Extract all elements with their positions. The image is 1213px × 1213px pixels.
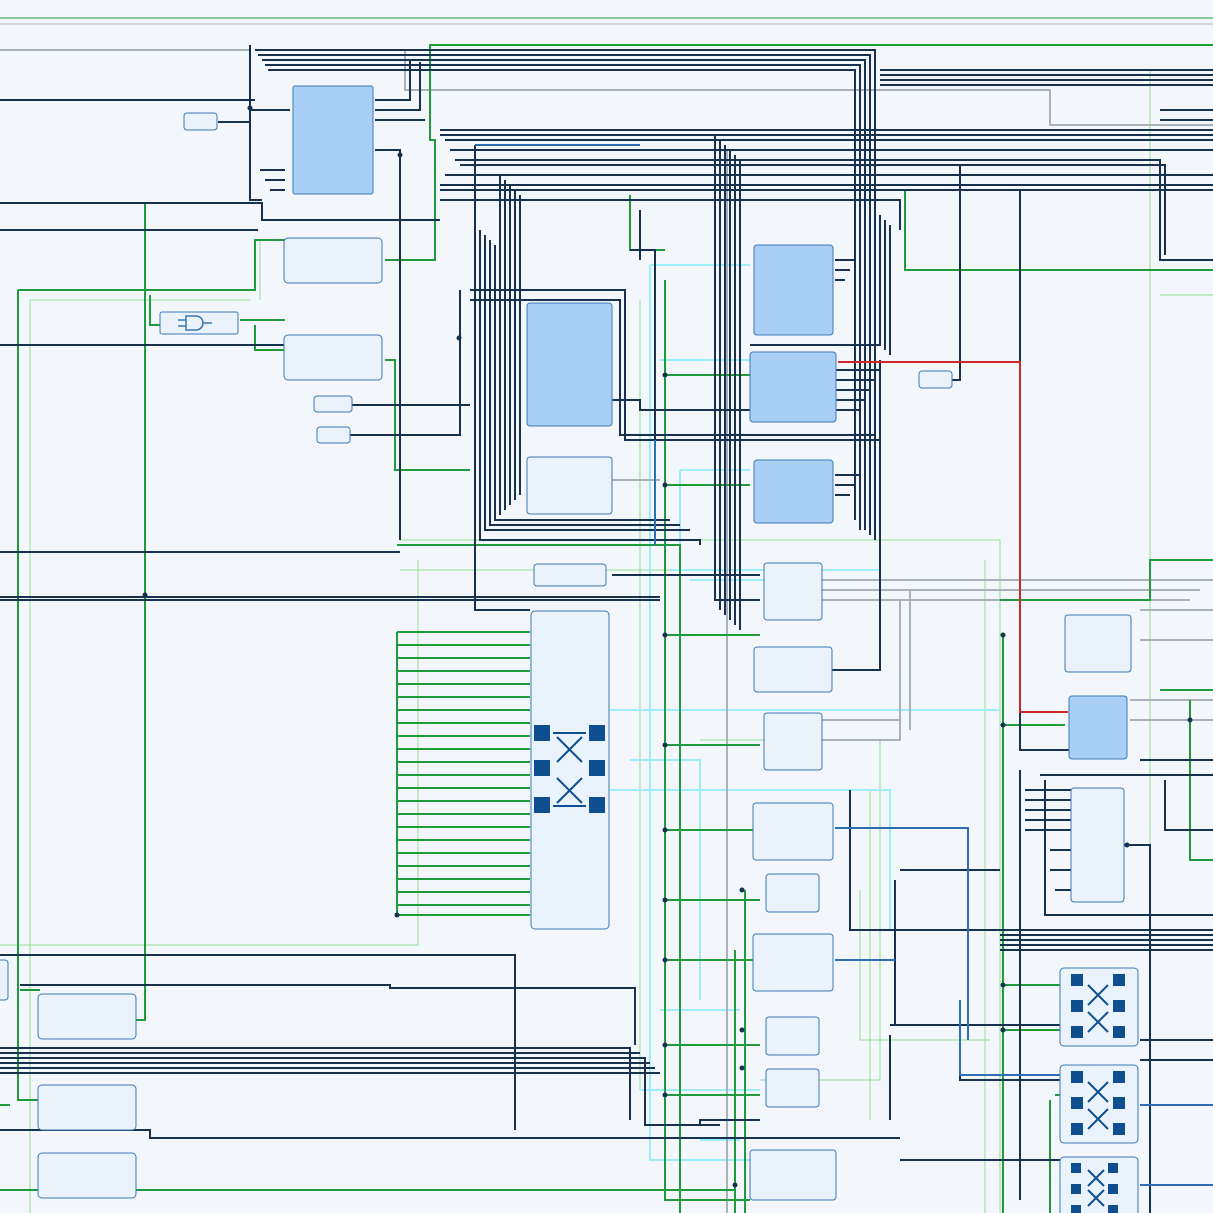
ip-block[interactable] <box>37 1084 137 1131</box>
port-box[interactable] <box>183 112 218 131</box>
ip-block[interactable] <box>753 459 834 524</box>
ip-block[interactable] <box>753 244 834 336</box>
ip-blocks <box>0 237 1132 1201</box>
wires-red <box>838 361 1068 713</box>
axi-interconnect-small[interactable] <box>1059 967 1139 1047</box>
ip-block[interactable] <box>292 85 374 195</box>
external-ports <box>183 112 953 587</box>
ip-block[interactable] <box>765 1016 820 1056</box>
wires-blue <box>475 144 1213 1186</box>
ip-block[interactable] <box>1070 787 1125 903</box>
ip-block[interactable] <box>283 334 383 381</box>
ip-block[interactable] <box>763 712 823 771</box>
ip-block[interactable] <box>283 237 383 284</box>
ip-block[interactable] <box>37 1152 137 1199</box>
ip-block[interactable] <box>753 646 833 693</box>
ip-block[interactable] <box>752 933 834 992</box>
ip-block[interactable] <box>37 993 137 1040</box>
port-box[interactable] <box>313 395 353 413</box>
interconnect-crossbar-icon <box>1071 1071 1125 1135</box>
ip-block[interactable] <box>749 351 837 423</box>
axi-interconnect-large[interactable] <box>530 610 610 930</box>
ip-blocks-highlighted <box>292 85 1128 760</box>
logic-gate-block[interactable] <box>159 311 239 335</box>
ip-block[interactable] <box>1068 695 1128 760</box>
port-box[interactable] <box>918 370 953 389</box>
axi-interconnect-small[interactable] <box>1059 1156 1139 1213</box>
interconnect-crossbar-icon <box>534 725 605 813</box>
logic-gate-icon <box>178 315 212 331</box>
interconnect-crossbar-icon <box>1071 1163 1118 1213</box>
port-box[interactable] <box>316 426 351 444</box>
ip-block[interactable] <box>1064 614 1132 673</box>
ip-block[interactable] <box>526 302 613 427</box>
interconnect-crossbar-icon <box>1071 974 1125 1038</box>
ip-block-partial[interactable] <box>0 959 9 1001</box>
pin-dots <box>142 105 1193 1188</box>
port-box[interactable] <box>533 563 607 587</box>
ip-block[interactable] <box>752 802 834 861</box>
ip-block[interactable] <box>749 1149 837 1201</box>
ip-block[interactable] <box>763 562 823 621</box>
ip-block[interactable] <box>526 456 613 515</box>
axi-interconnect-small[interactable] <box>1059 1064 1139 1144</box>
ip-block[interactable] <box>765 873 820 913</box>
frame-lines <box>0 17 1213 25</box>
green-bus-lines <box>396 631 530 916</box>
ip-block[interactable] <box>765 1068 820 1108</box>
